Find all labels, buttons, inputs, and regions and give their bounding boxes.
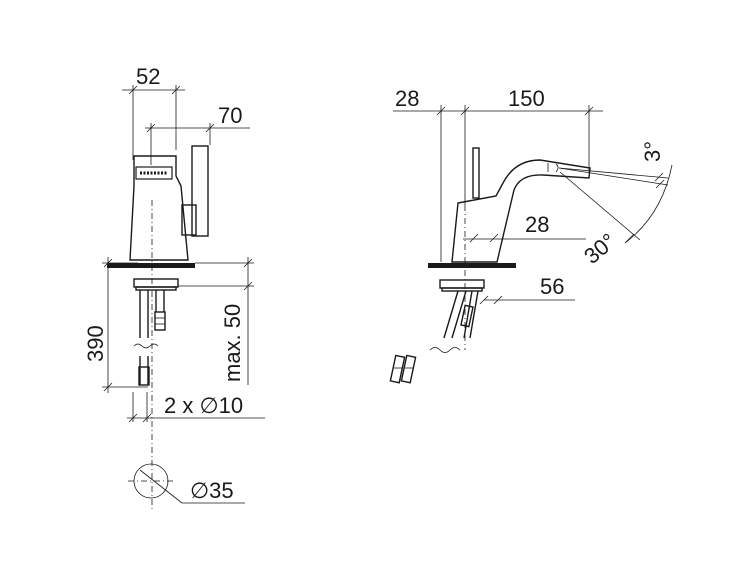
angle-large-label: 30°: [579, 228, 621, 269]
angle-small-label: 3°: [640, 141, 665, 162]
fixing-assembly-side: [389, 279, 485, 384]
mounting-plate-front: [107, 263, 195, 268]
dimension-width: 52: [122, 64, 185, 160]
dimension-base: 56: [479, 274, 575, 305]
front-view: 52 70: [83, 64, 265, 510]
projection-label: 150: [508, 86, 545, 111]
dimension-spout-height: 28: [463, 212, 586, 243]
faucet-body-front: [129, 145, 209, 261]
dimension-max-thickness: max. 50: [178, 257, 254, 385]
side-view: 28 150 28: [389, 86, 673, 384]
dimension-angles: 3° 30°: [558, 141, 673, 269]
dimension-offset-projection: 28 150: [393, 86, 603, 262]
base-label: 56: [540, 274, 564, 299]
hole-diameter-label: ∅35: [190, 478, 234, 503]
max-thickness-label: max. 50: [220, 304, 245, 382]
width-label: 52: [136, 64, 160, 89]
fixing-assembly-front: [133, 278, 179, 386]
depth-label: 70: [218, 103, 242, 128]
dimension-depth: 70: [145, 103, 250, 165]
mounting-plate-side: [428, 263, 516, 268]
dimension-hose-length: 390: [83, 257, 148, 393]
hose-diameter-label: 2 x ∅10: [164, 393, 243, 418]
faucet-body-side: [451, 147, 591, 263]
dimension-hose-diameter: 2 x ∅10: [127, 392, 265, 423]
offset-label: 28: [395, 86, 419, 111]
hose-length-label: 390: [83, 325, 108, 362]
dimension-hole-diameter: ∅35: [128, 463, 245, 504]
spout-height-label: 28: [525, 212, 549, 237]
